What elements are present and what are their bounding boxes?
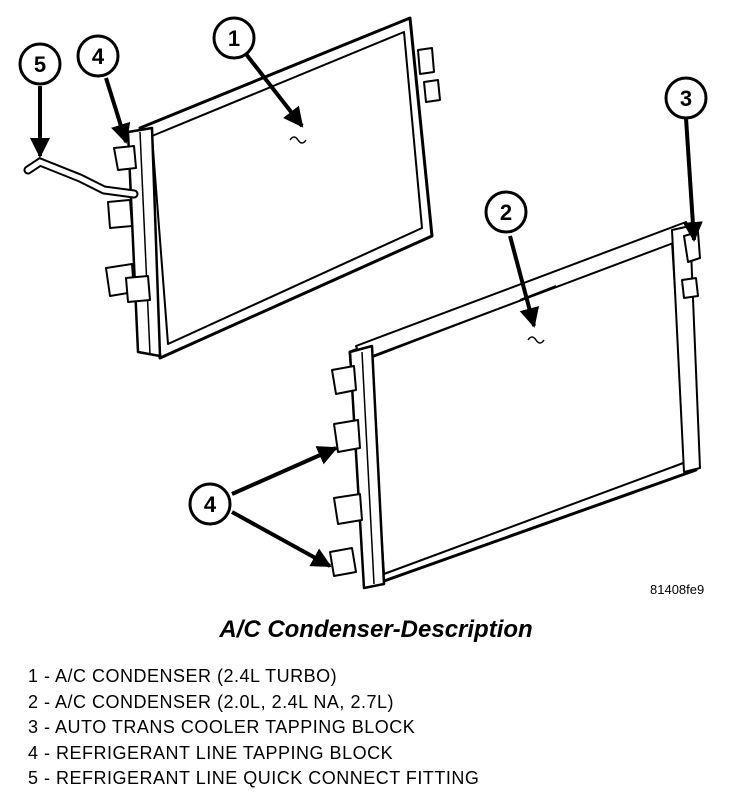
condenser-1 [105,16,441,360]
legend-item-5: 5 - REFRIGERANT LINE QUICK CONNECT FITTI… [28,768,480,788]
legend-item-1: 1 - A/C CONDENSER (2.4L TURBO) [28,666,338,686]
svg-text:2: 2 [500,200,512,225]
quick-connect-fitting [23,156,139,199]
legend-list: 1 - A/C CONDENSER (2.4L TURBO) 2 - A/C C… [28,664,479,792]
svg-text:4: 4 [92,44,105,69]
callout-3: 3 [664,76,708,120]
svg-text:1: 1 [228,26,240,51]
leader-lines [30,52,703,568]
legend-item-4: 4 - REFRIGERANT LINE TAPPING BLOCK [28,742,394,763]
callout-1: 1 [212,16,256,60]
callout-5: 5 [18,42,62,86]
callout-2: 2 [484,190,528,234]
condenser-diagram: 1 2 3 4 5 4 [18,16,708,590]
callout-4-lower: 4 [188,482,232,526]
legend-item-2: 2 - A/C CONDENSER (2.0L, 2.4L NA, 2.7L) [28,691,394,712]
callout-4-upper: 4 [76,34,120,78]
svg-text:4: 4 [204,492,217,517]
svg-text:3: 3 [680,86,692,111]
figure-reference-code: 81408fe9 [650,582,705,597]
condenser-2 [329,221,701,590]
figure-caption: A/C Condenser-Description [219,616,533,643]
svg-text:5: 5 [34,52,46,77]
legend-item-3: 3 - AUTO TRANS COOLER TAPPING BLOCK [28,717,416,737]
